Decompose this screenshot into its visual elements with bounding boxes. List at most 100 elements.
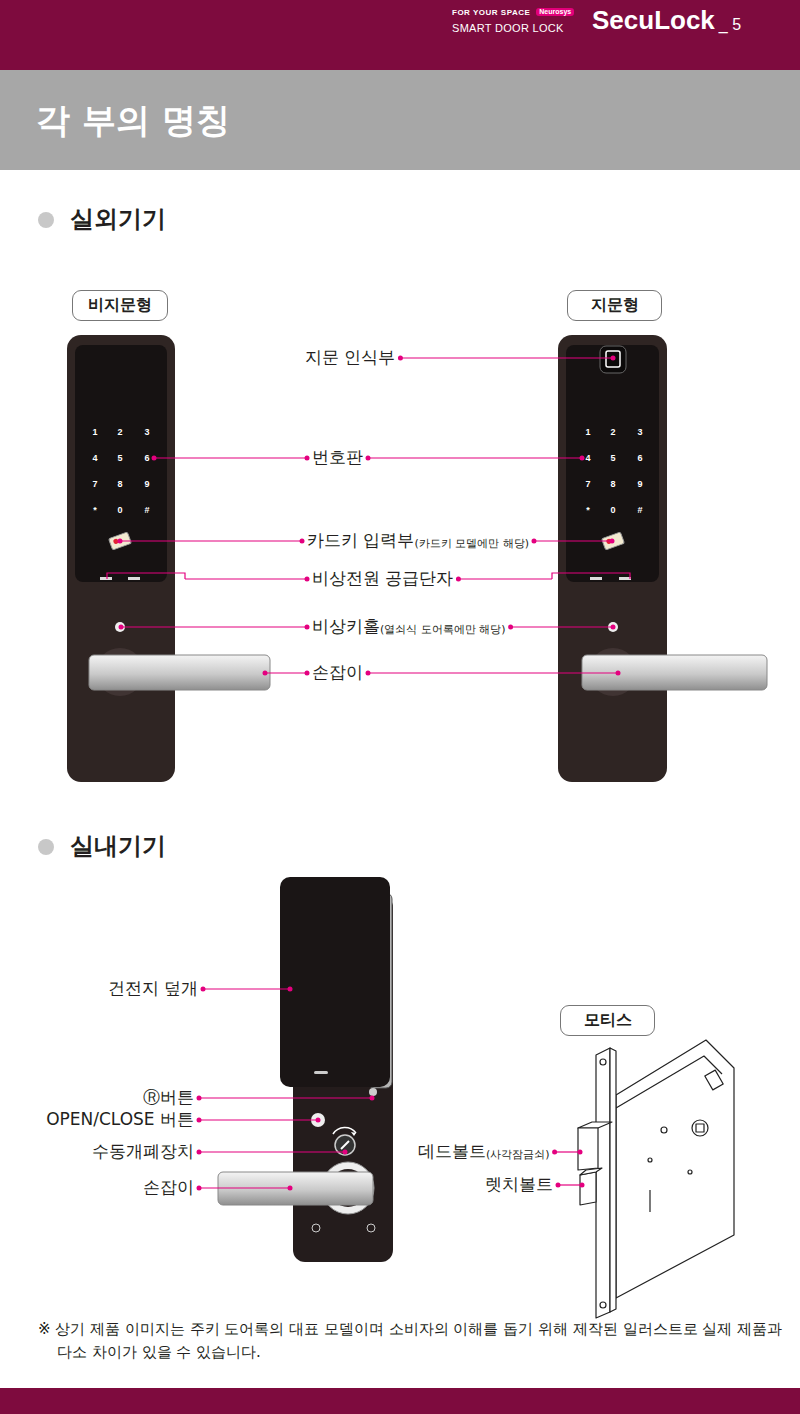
keypad-digit: 3 [637,427,642,437]
model-tag: 모티스 [560,1005,655,1036]
part-note: (사각잠금쇠) [486,1149,550,1162]
keypad-digit: 9 [144,479,149,489]
keypad-digit: 5 [117,453,122,463]
leader-dot [288,987,293,992]
outdoor-lock-plain-part [115,622,125,632]
brand-logo: SecuLock [592,6,715,36]
mortise-drawing-part [616,1056,722,1108]
leader-dot [118,539,123,544]
leader-dot [119,625,124,630]
leader-dot [366,456,371,461]
leader-line [185,578,307,579]
section-heading: 실내기기 [70,833,166,861]
bracket [107,573,185,579]
leader-dot [398,356,403,361]
part-label: 건전지 덮개 [108,979,198,999]
leader-line [199,1119,318,1120]
mortise-drawing-part [705,1070,723,1090]
leader-line [121,626,307,627]
leader-dot [580,456,585,461]
leader-dot [611,356,616,361]
indoor-unit [218,877,393,1262]
indoor-unit-part [280,877,390,1087]
header-text: SMART DOOR LOCK [452,22,564,35]
keypad-digit: 4 [92,453,97,463]
header-text: FOR YOUR SPACE [452,8,530,17]
keypad-digit: * [93,505,97,515]
part-label: 렛치볼트 [485,1175,553,1195]
indoor-unit-part [367,1224,375,1232]
outdoor-lock-plain-part [100,577,112,580]
leader-dot [370,1096,375,1101]
section-bullet [38,839,54,855]
part-label: 손잡이 [312,663,363,683]
leader-dot [197,1150,202,1155]
outdoor-lock-fingerprint-part [558,335,667,782]
leader-line [555,1151,580,1152]
keypad-digit: * [586,505,590,515]
leader-line [199,1151,345,1152]
leader-dot [263,671,268,676]
page-number: _ 5 [719,16,741,34]
keypad-digit: 1 [92,427,97,437]
keypad-digit: 5 [610,453,615,463]
section-bullet [38,212,54,228]
keypad-digit: 2 [117,427,122,437]
mortise-drawing-part [578,1128,598,1170]
mortise-drawing-part [596,1048,610,1318]
leader-dot [610,539,615,544]
leader-line [199,1097,372,1098]
part-label: 데드볼트 [418,1142,486,1162]
mortise-drawing-part [648,1158,652,1162]
mortise-drawing-part [578,1122,612,1128]
indoor-unit-part [351,1132,356,1136]
mortise-drawing-part [616,1040,734,1298]
footer-bar [0,1388,800,1414]
leader-line [368,672,618,673]
leader-dot [288,1186,293,1191]
keypad-digit: 6 [144,453,149,463]
outdoor-lock-fingerprint [558,335,767,782]
leader-line [154,457,307,458]
leader-line [199,1187,290,1188]
outdoor-lock-fingerprint-part [619,577,631,580]
leader-dot [578,1150,583,1155]
keypad-digit: 2 [610,427,615,437]
mortise-drawing-part [610,1048,616,1312]
leader-dot [611,625,616,630]
leader-dot [552,1150,557,1155]
part-label: Ⓡ버튼 [143,1088,194,1108]
mortise-drawing-part [696,1124,704,1132]
leader-dot [201,987,206,992]
keypad-digit: 7 [585,479,590,489]
leader-dot [197,1118,202,1123]
keypad-digit: # [637,505,642,515]
caption: ※ 상기 제품 이미지는 주키 도어록의 대표 모델이며 소비자의 이해를 돕기… [38,1318,790,1365]
brand-badge: Neurosys [536,8,574,16]
keypad-digit: 6 [637,453,642,463]
leader-dot [556,1183,561,1188]
keypad-digit: 3 [144,427,149,437]
tag-text: 지문형 [591,295,639,316]
leader-dot [152,456,157,461]
part-note: (카드키 모델에만 해당) [414,538,529,551]
leader-dot [508,625,513,630]
leader-line [120,540,302,541]
keypad-digit: 8 [610,479,615,489]
part-label: 카드키 입력부 [307,531,414,551]
keypad-digit: 0 [610,505,615,515]
tag-text: 모티스 [584,1010,632,1031]
leader-dot [197,1186,202,1191]
outdoor-lock-plain-part [67,335,175,782]
leader-line [458,578,552,579]
leader-dot [580,1183,585,1188]
indoor-unit-part [314,1071,328,1074]
leader-dot [616,671,621,676]
part-label: 손잡이 [143,1178,194,1198]
leader-dot [305,671,310,676]
header-bar [0,0,800,70]
keypad-digit: 9 [637,479,642,489]
leader-line [534,540,612,541]
part-label: 번호판 [312,448,363,468]
leader-line [265,672,307,673]
